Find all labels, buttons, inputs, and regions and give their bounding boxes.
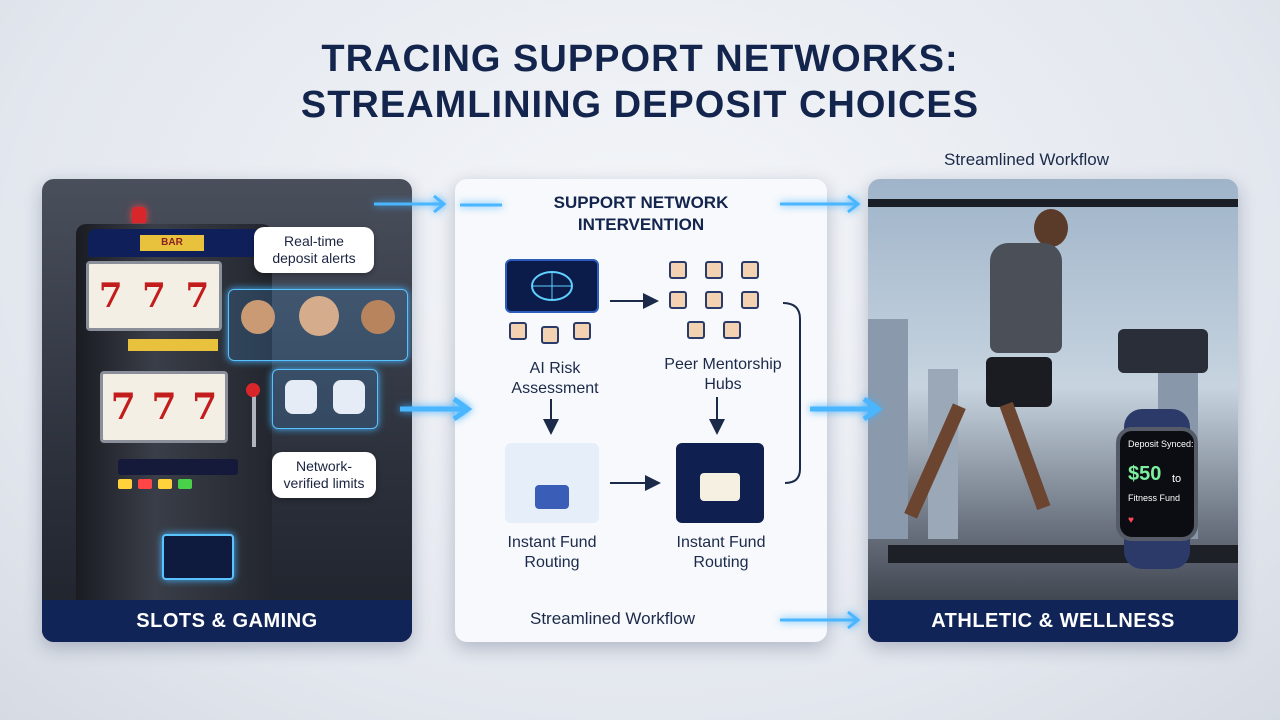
wallet-icon [676,443,764,523]
arrow-right-icon [400,396,473,422]
fund-routing-icon [505,443,599,523]
ai-risk-assessment-label: AI Risk Assessment [511,360,599,397]
watch-amount: $50 [1128,463,1162,485]
arrow-right-icon [780,194,861,214]
arrow-right-icon [780,610,861,630]
athletic-wellness-panel: Deposit Synced: $50 to Fitness Fund ♥ AT… [868,179,1238,642]
arrow-segment-icon [460,203,502,207]
robot-icon [285,380,317,414]
instant-fund-routing-label-1: Instant Fund Routing [507,534,597,571]
intervention-heading-line-2: INTERVENTION [577,215,705,234]
title-line-2: STREAMLINING DEPOSIT CHOICES [300,84,980,126]
slots-gaming-footer: SLOTS & GAMING [42,600,412,642]
page-title: TRACING SUPPORT NETWORKS: STREAMLINING D… [0,36,1280,128]
watch-sync-label: Deposit Synced: [1128,439,1194,449]
heart-icon: ♥ [1128,515,1134,526]
title-line-1: TRACING SUPPORT NETWORKS: [321,38,959,80]
watch-fund-label: Fitness Fund [1128,493,1181,503]
support-contacts-hologram [228,289,408,361]
arrow-right-icon [374,194,447,214]
ai-bots-hologram [272,369,378,429]
workflow-footer-label: Streamlined Workflow [530,609,696,628]
watch-to-label: to [1172,473,1182,485]
peer-mentorship-label: Peer Mentorship Hubs [664,356,782,393]
deposit-alerts-callout: Real-time deposit alerts [254,227,374,273]
smartwatch: Deposit Synced: $50 to Fitness Fund ♥ [1116,427,1198,541]
verified-limits-callout: Network-verified limits [272,452,376,498]
intervention-heading: SUPPORT NETWORK INTERVENTION [455,192,827,236]
intervention-heading-line-1: SUPPORT NETWORK [553,193,729,212]
slots-gaming-panel: BAR 7 7 7 7 7 7 Real-time deposit alerts… [42,179,412,642]
top-workflow-label: Streamlined Workflow [944,150,1110,169]
athletic-wellness-footer: ATHLETIC & WELLNESS [868,600,1238,642]
robot-icon [333,380,365,414]
ai-brain-icon [505,259,599,313]
flow-connectors [543,293,801,491]
arrow-right-icon [810,396,883,422]
instant-fund-routing-label-2: Instant Fund Routing [676,534,766,571]
support-network-panel: SUPPORT NETWORK INTERVENTION AI Risk Ass… [455,179,827,642]
